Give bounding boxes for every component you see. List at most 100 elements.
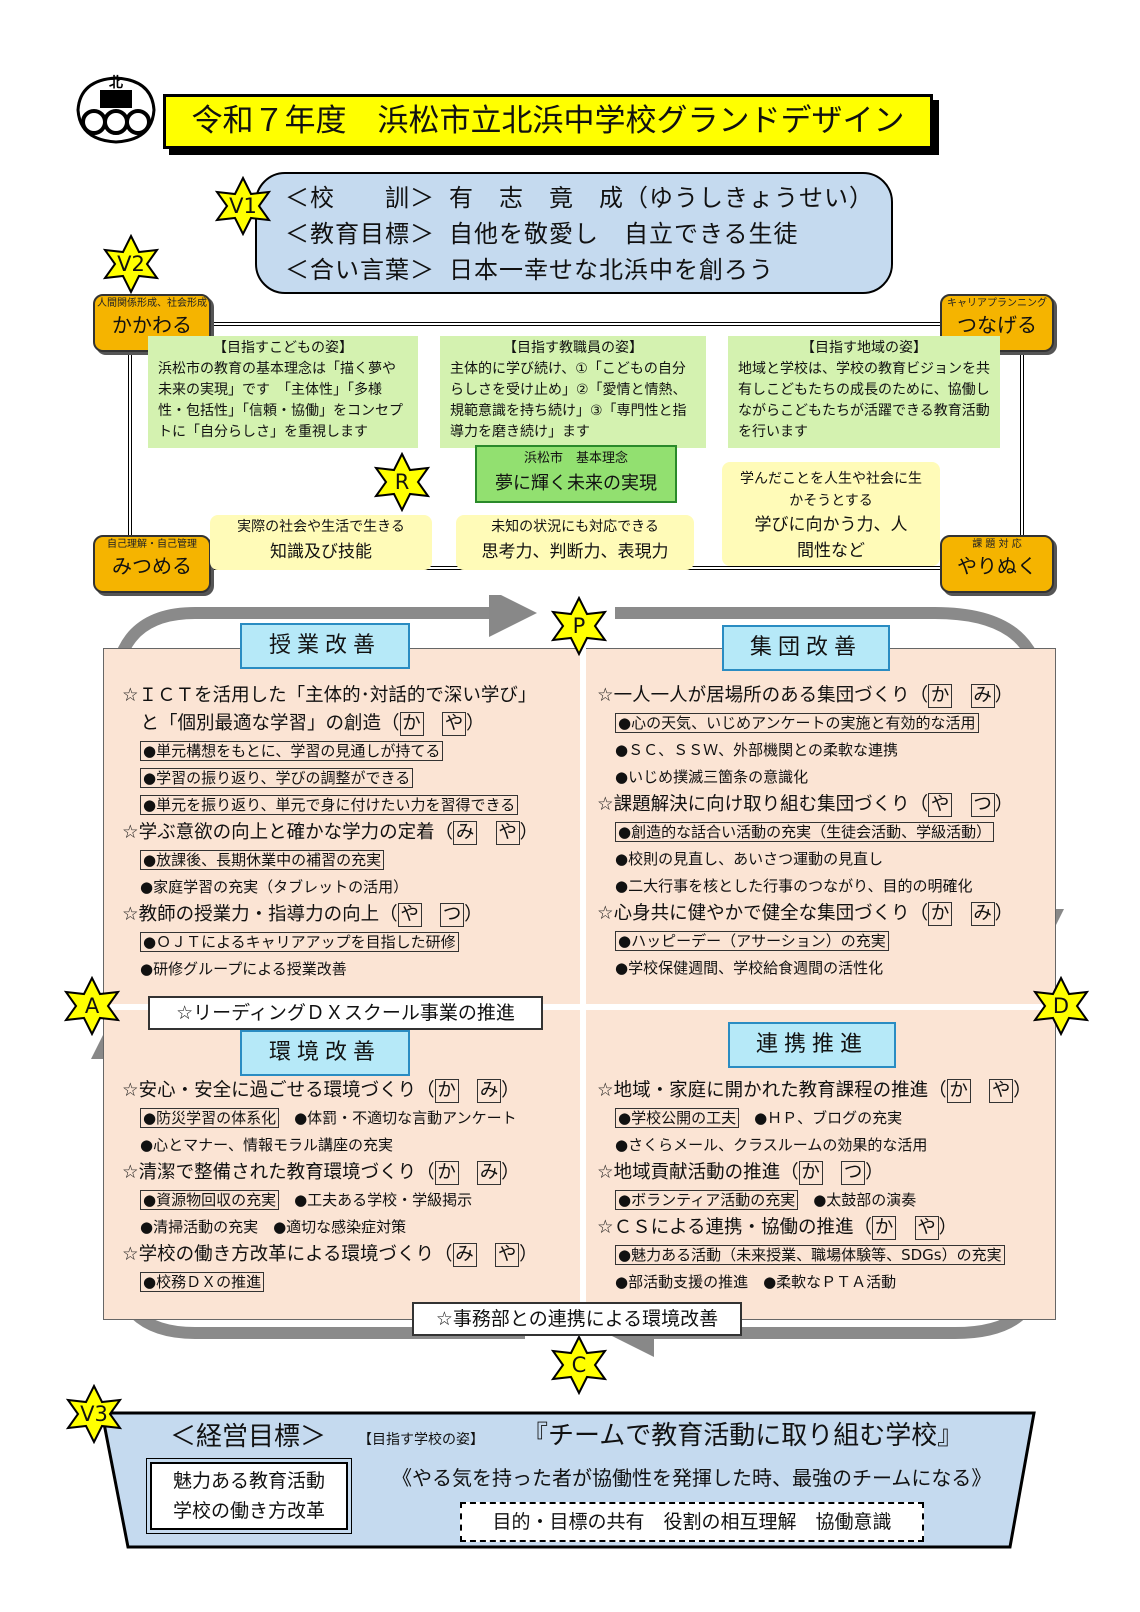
mitsumeru-badge: 自己理解・自己管理 みつめる: [93, 535, 211, 593]
target-community-box: 【目指す地域の姿】 地域と学校は、学校の教育ビジョンを共有しこどもたちの成長のた…: [728, 336, 1000, 448]
action-item: ●ＯＪＴによるキャリアアップを目指した研修: [122, 929, 538, 956]
focus-item-text: と「個別最適な学習」の創造: [122, 713, 382, 734]
motto-value: 日本一幸せな北浜中を創ろう: [449, 256, 774, 284]
focus-item-text: ☆教師の授業力・指導力の向上: [122, 904, 380, 925]
action-item-text: ●校務ＤＸの推進: [140, 1272, 265, 1292]
ability-tag: や: [442, 712, 467, 736]
pdca-panel: [103, 648, 1056, 1320]
focus-item: ☆課題解決に向け取り組む集団づくり（や つ）: [597, 791, 1013, 819]
target-staff-box: 【目指す教職員の姿】 主体的に学び続け、①「こどもの自分らしさを受け止め」②「愛…: [440, 336, 706, 448]
panel-divider-vertical: [580, 648, 586, 1320]
focus-item-text: ☆一人一人が居場所のある集団づくり: [597, 685, 910, 706]
ability-attitude-box: 学んだことを人生や社会に生かそうとする 学びに向かう力、人間性など: [722, 462, 940, 566]
target-staff-text: 主体的に学び続け、①「こどもの自分らしさを受け止め」②「愛情と情熱、規範意識を持…: [450, 361, 687, 440]
motto-key: ＜教育目標＞: [285, 220, 435, 248]
action-item: ●ボランティア活動の充実 ●太鼓部の演奏: [597, 1187, 1032, 1214]
basic-philosophy-label: 浜松市 基本理念: [523, 451, 628, 466]
star-label: V3: [80, 1402, 108, 1426]
action-item-text: ●心とマナー、情報モラル講座の充実: [140, 1136, 393, 1154]
action-item: ●心とマナー、情報モラル講座の充実: [122, 1132, 538, 1159]
focus-tags: （か み）: [416, 1161, 520, 1185]
ability-tag: や: [495, 1243, 520, 1267]
focus-item: ☆安心・安全に過ごせる環境づくり（か み）: [122, 1077, 538, 1105]
motto-key: ＜合い言葉＞: [285, 256, 435, 284]
ability-tag: や: [928, 793, 953, 817]
star-label: C: [571, 1353, 587, 1377]
motto-key: ＜校 訓＞: [285, 184, 435, 212]
action-item-text: ●ハッピーデー（アサーション）の充実: [615, 931, 889, 951]
action-item: ●防災学習の体系化 ●体罰・不適切な言動アンケート: [122, 1105, 538, 1132]
page-title: 令和７年度 浜松市立北浜中学校グランドデザイン: [163, 94, 933, 149]
ability-tag: か: [928, 902, 953, 926]
action-item-text: ●魅力ある活動（未来授業、職場体験等、SDGs）の充実: [615, 1245, 1005, 1265]
motto-value: 自他を敬愛し 自立できる生徒: [449, 220, 799, 248]
focus-tags: （や つ）: [909, 793, 1014, 817]
school-logo: 北: [70, 70, 162, 148]
star-c-icon: C: [549, 1335, 609, 1395]
focus-item-text: ☆ＩＣＴを活用した「主体的･対話的で深い学び」: [122, 685, 537, 706]
target-child-heading: 【目指すこどもの姿】: [213, 340, 353, 356]
focus-item: ☆心身共に健やかで健全な集団づくり（か み）: [597, 900, 1013, 928]
action-item-text: ●さくらメール、クラスルームの効果的な活用: [615, 1136, 928, 1154]
focus-tags: （か み）: [416, 1079, 520, 1103]
motto-row: ＜教育目標＞ 自他を敬愛し 自立できる生徒: [285, 216, 891, 252]
action-item-text: ●放課後、長期休業中の補習の充実: [140, 850, 385, 870]
star-v1-icon: V1: [213, 176, 273, 236]
office-collaboration-banner: ☆事務部との連携による環境改善: [412, 1302, 742, 1336]
focus-item-text: ☆清潔で整備された教育環境づくり: [122, 1162, 417, 1183]
ability-tag: つ: [440, 903, 465, 927]
focus-tags: （か や）: [853, 1216, 958, 1240]
focus-area-item: 魅力ある教育活動: [172, 1470, 325, 1492]
yarinuku-badge: 課 題 対 応 やりぬく: [940, 535, 1054, 593]
focus-item: ☆清潔で整備された教育環境づくり（か み）: [122, 1159, 538, 1187]
action-item-text: ●学校公開の工夫: [615, 1108, 740, 1128]
target-child-box: 【目指すこどもの姿】 浜松市の教育の基本理念は「描く夢や未来の実現」です 「主体…: [148, 336, 418, 448]
section-title-renkei: 連携推進: [728, 1022, 896, 1068]
star-r-icon: R: [372, 452, 432, 512]
ability-tag: み: [453, 821, 478, 845]
focus-item-text: ☆安心・安全に過ごせる環境づくり: [122, 1080, 417, 1101]
ability-tag: み: [970, 902, 995, 926]
ability-tag: か: [434, 1161, 459, 1185]
focus-item: ☆一人一人が居場所のある集団づくり（か み）: [597, 682, 1013, 710]
focus-tags: （や つ）: [379, 903, 483, 927]
focus-item-text: ☆課題解決に向け取り組む集団づくり: [597, 794, 910, 815]
ability-tag: つ: [841, 1161, 866, 1185]
motto-value: 有 志 竟 成（ゆうしきょうせい）: [449, 184, 874, 212]
star-label: R: [394, 470, 410, 494]
focus-item: ☆地域・家庭に開かれた教育課程の推進（か や）: [597, 1077, 1032, 1105]
action-item: ●単元構想をもとに、学習の見通しが持てる: [122, 738, 538, 765]
target-community-heading: 【目指す地域の姿】: [801, 340, 927, 356]
focus-tags: （か つ）: [780, 1161, 884, 1185]
action-item: ●いじめ撲滅三箇条の意識化: [597, 764, 1013, 791]
action-item-text: ●ＯＪＴによるキャリアアップを目指した研修: [140, 932, 459, 952]
ability-tag: か: [434, 1079, 459, 1103]
action-item: ●部活動支援の推進 ●柔軟なＰＴＡ活動: [597, 1269, 1032, 1296]
action-item: ●学習の振り返り、学びの調整ができる: [122, 765, 538, 792]
management-goal-label: ＜経営目標＞: [170, 1422, 327, 1452]
ability-tag: み: [477, 1161, 502, 1185]
action-item-text: ●単元を振り返り、単元で身に付けたい力を習得できる: [140, 795, 519, 815]
star-p-icon: P: [549, 596, 609, 656]
ability-tag: み: [970, 684, 995, 708]
star-label: P: [572, 614, 586, 638]
focus-item: ☆ＣＳによる連携・協働の推進（か や）: [597, 1214, 1032, 1242]
focus-tags: （み や）: [434, 1243, 538, 1267]
focus-item: ☆教師の授業力・指導力の向上（や つ）: [122, 901, 538, 929]
focus-item: ☆地域貢献活動の推進（か つ）: [597, 1159, 1032, 1187]
svg-text:北: 北: [109, 75, 123, 91]
focus-tags: （か み）: [909, 902, 1014, 926]
action-item: ●放課後、長期休業中の補習の充実: [122, 847, 538, 874]
action-item-text: ●研修グループによる授業改善: [140, 960, 347, 978]
action-item: ●二大行事を核とした行事のつながり、目的の明確化: [597, 873, 1013, 900]
ability-tag: み: [477, 1079, 502, 1103]
focus-item-text: ☆ＣＳによる連携・協働の推進: [597, 1217, 854, 1238]
renkei-list: ☆地域・家庭に開かれた教育課程の推進（か や）●学校公開の工夫 ●ＨＰ、ブログの…: [597, 1077, 1032, 1296]
focus-item-text: ☆地域貢献活動の推進: [597, 1162, 781, 1183]
action-item: ●心の天気、いじめアンケートの実施と有効的な活用: [597, 710, 1013, 737]
star-label: A: [84, 994, 100, 1018]
action-item: ●研修グループによる授業改善: [122, 956, 538, 983]
action-item: ●創造的な話合い活動の充実（生徒会活動、学級活動）: [597, 819, 1013, 846]
target-staff-heading: 【目指す教職員の姿】: [503, 340, 643, 356]
action-item-extra: ●体罰・不適切な言動アンケート: [279, 1109, 517, 1127]
